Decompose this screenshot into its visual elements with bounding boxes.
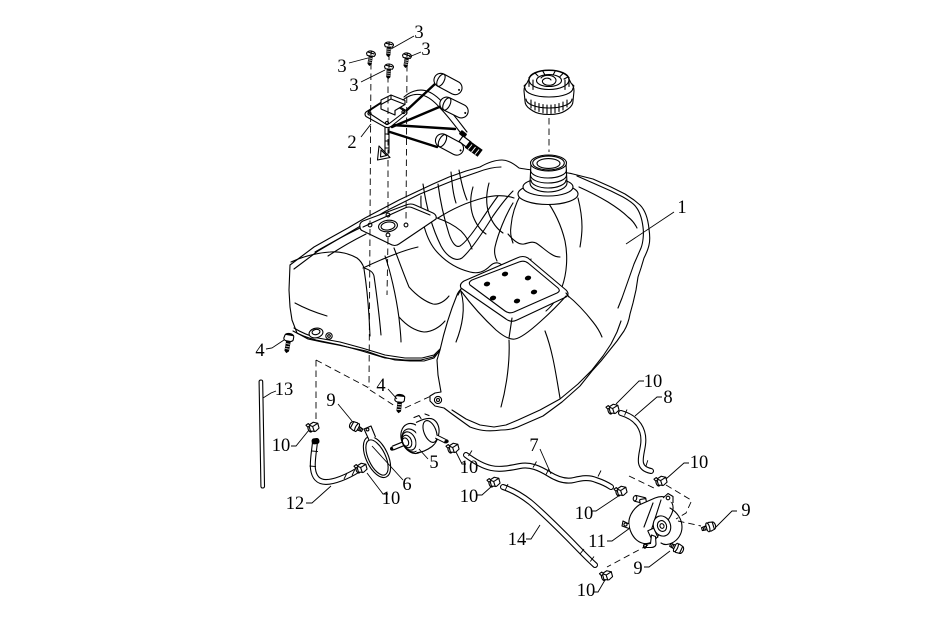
svg-text:13: 13 (275, 380, 294, 400)
svg-text:3: 3 (421, 40, 430, 60)
svg-text:10: 10 (460, 458, 479, 478)
svg-text:4: 4 (255, 341, 264, 361)
svg-text:11: 11 (588, 532, 606, 552)
svg-text:6: 6 (402, 475, 411, 495)
svg-text:9: 9 (741, 501, 750, 521)
svg-text:10: 10 (690, 453, 709, 473)
svg-text:3: 3 (414, 23, 423, 43)
svg-text:14: 14 (508, 530, 527, 550)
svg-text:7: 7 (529, 436, 538, 456)
svg-text:10: 10 (382, 489, 401, 509)
svg-text:3: 3 (337, 57, 346, 77)
svg-text:5: 5 (429, 453, 438, 473)
svg-text:10: 10 (272, 436, 291, 456)
svg-text:9: 9 (633, 559, 642, 579)
svg-text:10: 10 (577, 581, 596, 601)
svg-text:10: 10 (575, 504, 594, 524)
svg-text:12: 12 (286, 494, 305, 514)
svg-text:4: 4 (376, 376, 385, 396)
svg-text:1: 1 (677, 198, 686, 218)
svg-text:9: 9 (326, 391, 335, 411)
svg-text:3: 3 (349, 76, 358, 96)
svg-text:8: 8 (663, 388, 672, 408)
svg-text:2: 2 (347, 133, 356, 153)
svg-text:10: 10 (644, 372, 663, 392)
svg-text:10: 10 (460, 487, 479, 507)
